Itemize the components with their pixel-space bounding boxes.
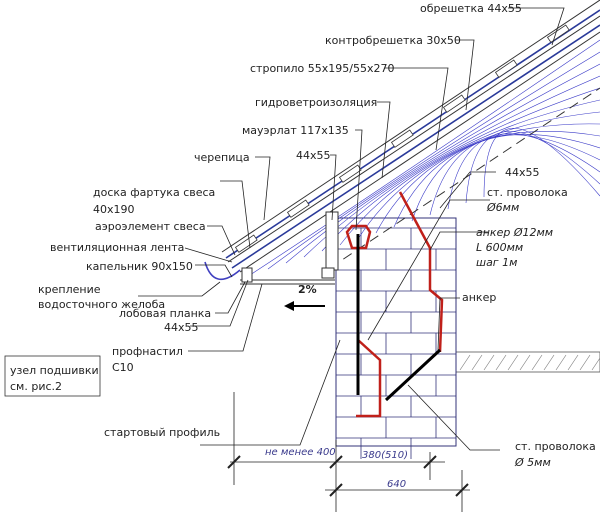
tile-batten: [234, 234, 258, 253]
tile-battens: [234, 24, 570, 253]
hatch-line: [567, 354, 579, 371]
mauerlat: [325, 211, 339, 271]
dimension-min400: не менее 400: [265, 447, 336, 458]
wood-grain: [321, 87, 600, 252]
roof-layers: [221, 0, 600, 285]
lower-batten: [321, 267, 335, 279]
label-stropilo: стропило 55x195/55x270: [250, 62, 394, 75]
hatch-line: [531, 354, 543, 371]
fascia-board: [241, 267, 253, 283]
gutter: [204, 261, 241, 280]
label-kontrobreshetka: контробрешетка 30x50: [325, 34, 461, 47]
wood-grain: [447, 133, 600, 210]
wood-grain: [375, 123, 600, 234]
hatch-line: [579, 354, 591, 371]
dimension-wall: 380(510): [362, 450, 408, 461]
wood-grain: [339, 99, 600, 246]
label-44x55-right: 44x55: [505, 166, 540, 179]
label-lobovaya-1: лобовая планка: [119, 307, 211, 320]
hatch-line: [543, 354, 555, 371]
tile-batten: [338, 164, 362, 183]
node-reference-box: [4, 355, 101, 397]
label-gidro: гидроветроизоляция: [255, 96, 377, 109]
anchor-diagonal: [384, 348, 442, 402]
steel-wire-right: [398, 191, 444, 353]
label-aero: аэроэлемент свеса: [95, 220, 206, 233]
label-uzel-1: узел подшивки: [10, 364, 99, 377]
label-anker12-2: L 600мм: [476, 241, 523, 254]
label-doska-2: 40x190: [93, 203, 135, 216]
label-profnastil-2: С10: [112, 361, 134, 374]
hatch-line: [555, 354, 567, 371]
tile-batten: [494, 59, 518, 78]
label-wire6-2: Ø6мм: [486, 201, 519, 214]
tile-batten: [286, 199, 310, 218]
label-cherepica: черепица: [194, 151, 250, 164]
label-anker: анкер: [462, 291, 496, 304]
tile-batten: [442, 94, 466, 113]
wood-grain: [357, 111, 600, 240]
hatch-line: [519, 354, 531, 371]
label-kapelnik: капельник 90x150: [86, 260, 193, 273]
label-uzel-2: см. рис.2: [10, 380, 62, 393]
label-lobovaya-2: 44x55: [164, 321, 199, 334]
wood-grain: [285, 63, 600, 264]
ground-hatch: [454, 351, 600, 373]
label-mauerlat: мауэрлат 117x135: [242, 124, 349, 137]
hatch-line: [507, 354, 519, 371]
label-start-profile: стартовый профиль: [104, 426, 220, 439]
wood-grain: [249, 39, 600, 276]
label-profnastil-1: профнастил: [112, 345, 183, 358]
label-obreshetka: обрешетка 44x55: [420, 2, 522, 15]
hatch-line: [591, 357, 600, 371]
dimension-total: 640: [387, 479, 406, 490]
label-anker12-3: шаг 1м: [476, 256, 517, 269]
slope-label: 2%: [298, 283, 317, 296]
label-krep-2: водосточного желоба: [38, 298, 165, 311]
label-44x55-top: 44x55: [296, 149, 331, 162]
label-wire6-1: ст. проволока: [487, 186, 568, 199]
brick-wall: [335, 217, 457, 459]
label-doska-1: доска фартука свеса: [93, 186, 215, 199]
rafter: [249, 39, 600, 276]
label-krep-1: крепление: [38, 283, 101, 296]
wood-grain: [465, 131, 600, 204]
wood-grain: [429, 134, 600, 216]
slope-arrow: [284, 301, 325, 311]
label-anker12-1: анкер Ø12мм: [476, 226, 553, 239]
hatch-line: [471, 354, 483, 371]
leader-lines: [138, 7, 565, 512]
wood-grain: [483, 127, 600, 198]
label-wire5-1: ст. проволока: [515, 440, 596, 453]
label-wire5-2: Ø 5мм: [514, 456, 551, 469]
label-vent: вентиляционная лента: [50, 241, 184, 254]
tile-batten: [390, 129, 414, 148]
hatch-line: [495, 354, 507, 371]
hatch-line: [459, 354, 471, 371]
wood-grain: [267, 51, 600, 270]
hatch-line: [483, 354, 495, 371]
